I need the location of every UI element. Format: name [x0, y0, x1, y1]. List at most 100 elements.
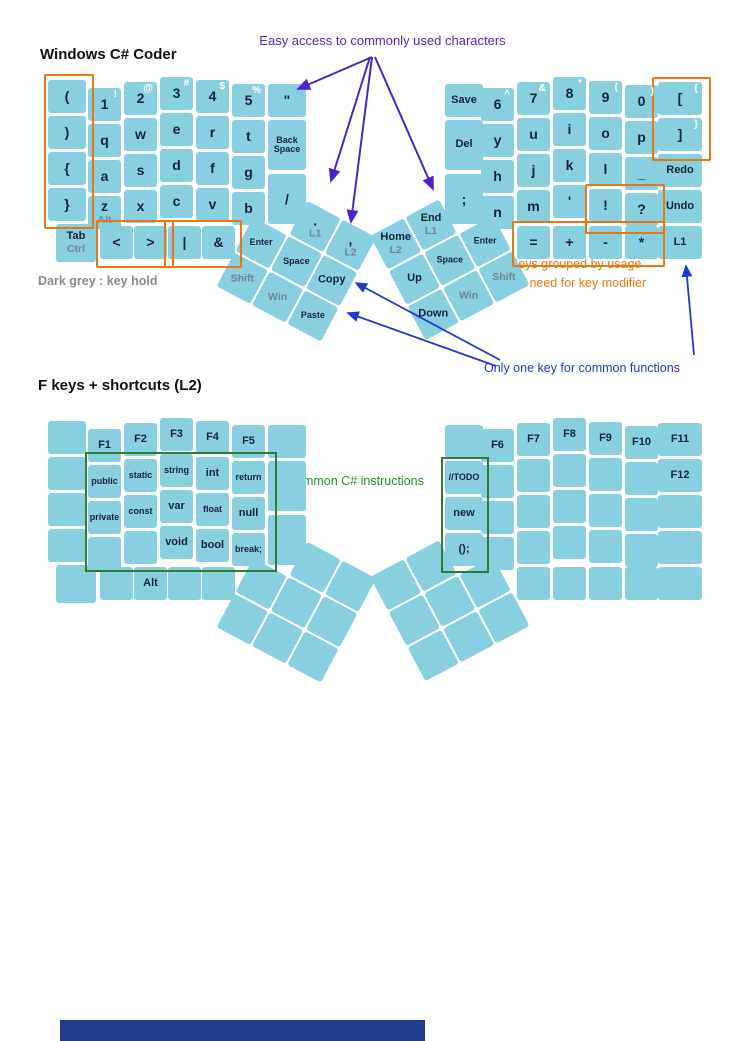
key-blank	[625, 498, 658, 531]
key-f2: F2	[124, 423, 157, 456]
key-blank	[517, 495, 550, 528]
key-bool: bool	[196, 529, 229, 562]
key-plus: +	[553, 226, 586, 259]
key-f8: F8	[553, 418, 586, 451]
key-l1: L1	[658, 226, 702, 259]
key-todo-comment: //TODO	[445, 461, 483, 494]
key-blank	[553, 454, 586, 487]
key-var: var	[160, 490, 193, 523]
key-f1: F1	[88, 429, 121, 462]
key-blank	[481, 501, 514, 534]
key-e: e	[160, 113, 193, 146]
key-2: @2	[124, 82, 157, 115]
orange-box-pipe-amp-keys	[164, 220, 242, 268]
key-blank	[48, 421, 86, 454]
key-o: o	[589, 117, 622, 150]
key-blank	[658, 495, 702, 528]
footer-bar	[60, 1020, 425, 1041]
key-b: b	[232, 192, 265, 225]
key-break: break;	[232, 533, 265, 566]
key-f11: F11	[658, 423, 702, 456]
purple-arrows	[296, 56, 434, 224]
key-blank	[478, 592, 530, 644]
grouped-note-line2: No need for key modifier	[510, 276, 647, 290]
key-blank	[481, 465, 514, 498]
key-t: t	[232, 120, 265, 153]
key-const: const	[124, 495, 157, 528]
key-l: l	[589, 153, 622, 186]
hold-legend: Dark grey : key hold	[38, 274, 158, 288]
key-i: i	[553, 113, 586, 146]
key-save: Save	[445, 84, 483, 117]
key-return: return	[232, 461, 265, 494]
key-blank	[589, 567, 622, 600]
key-open-brace: {	[48, 152, 86, 185]
layer1-title: Windows C# Coder	[40, 46, 177, 63]
key-blank	[88, 537, 121, 570]
key-f7: F7	[517, 423, 550, 456]
key-5: %5	[232, 84, 265, 117]
key-blank	[658, 567, 702, 600]
key-open-bracket: {[	[658, 82, 702, 115]
key-blank	[625, 462, 658, 495]
key-close-paren: )	[48, 116, 86, 149]
easy-access-note: Easy access to commonly used characters	[259, 33, 506, 48]
key-back-space: Back Space	[268, 120, 306, 170]
key-d: d	[160, 149, 193, 182]
key-blank	[553, 526, 586, 559]
key-y: y	[481, 124, 514, 157]
key-3: #3	[160, 77, 193, 110]
key-g: g	[232, 156, 265, 189]
key-exclamation: !	[589, 189, 622, 222]
key-close-brace: }	[48, 188, 86, 221]
key-del: Del	[445, 120, 483, 170]
key-blank	[658, 531, 702, 564]
grouped-note-line1: Keys grouped by usage	[510, 257, 642, 271]
key-blank	[517, 459, 550, 492]
orange-box-paren-column	[44, 74, 94, 229]
one-key-note: Only one key for common functions	[484, 361, 680, 375]
key-blank	[48, 529, 86, 562]
key-v: v	[196, 188, 229, 221]
key-semicolon: ;	[445, 174, 483, 224]
key-c: c	[160, 185, 193, 218]
key-f3: F3	[160, 418, 193, 451]
key-r: r	[196, 116, 229, 149]
key-less-than: <	[100, 226, 133, 259]
key-m: m	[517, 190, 550, 223]
key-f6: F6	[481, 429, 514, 462]
key-4: $4	[196, 80, 229, 113]
key-h: h	[481, 160, 514, 193]
key-blank	[124, 531, 157, 564]
key-blank	[553, 567, 586, 600]
orange-box-angle-keys	[96, 220, 174, 268]
key-blank	[589, 530, 622, 563]
key-blank	[48, 493, 86, 526]
key-string: string	[160, 454, 193, 487]
key-alt: Alt	[134, 567, 167, 600]
key-void: void	[160, 526, 193, 559]
key-private: private	[88, 501, 121, 534]
key-f12: F12	[658, 459, 702, 492]
key-int: int	[196, 457, 229, 490]
key-u: u	[517, 118, 550, 151]
key-call-parens: ();	[445, 533, 483, 566]
key-question: ?	[625, 193, 658, 226]
key-new: new	[445, 497, 483, 530]
key-blank	[589, 494, 622, 527]
green-box-csharp-right	[441, 457, 489, 573]
key-s: s	[124, 154, 157, 187]
key-f4: F4	[196, 421, 229, 454]
key-7: &7	[517, 82, 550, 115]
key-w: w	[124, 118, 157, 151]
key-8: *8	[553, 77, 586, 110]
key-blank	[517, 531, 550, 564]
key-blank	[517, 567, 550, 600]
csharp-note: Common C# instructions	[287, 474, 424, 488]
key-double-quote: "	[268, 84, 306, 117]
orange-box-bracket-keys	[652, 77, 711, 161]
key-float: float	[196, 493, 229, 526]
key-x: x	[124, 190, 157, 223]
key-null: null	[232, 497, 265, 530]
